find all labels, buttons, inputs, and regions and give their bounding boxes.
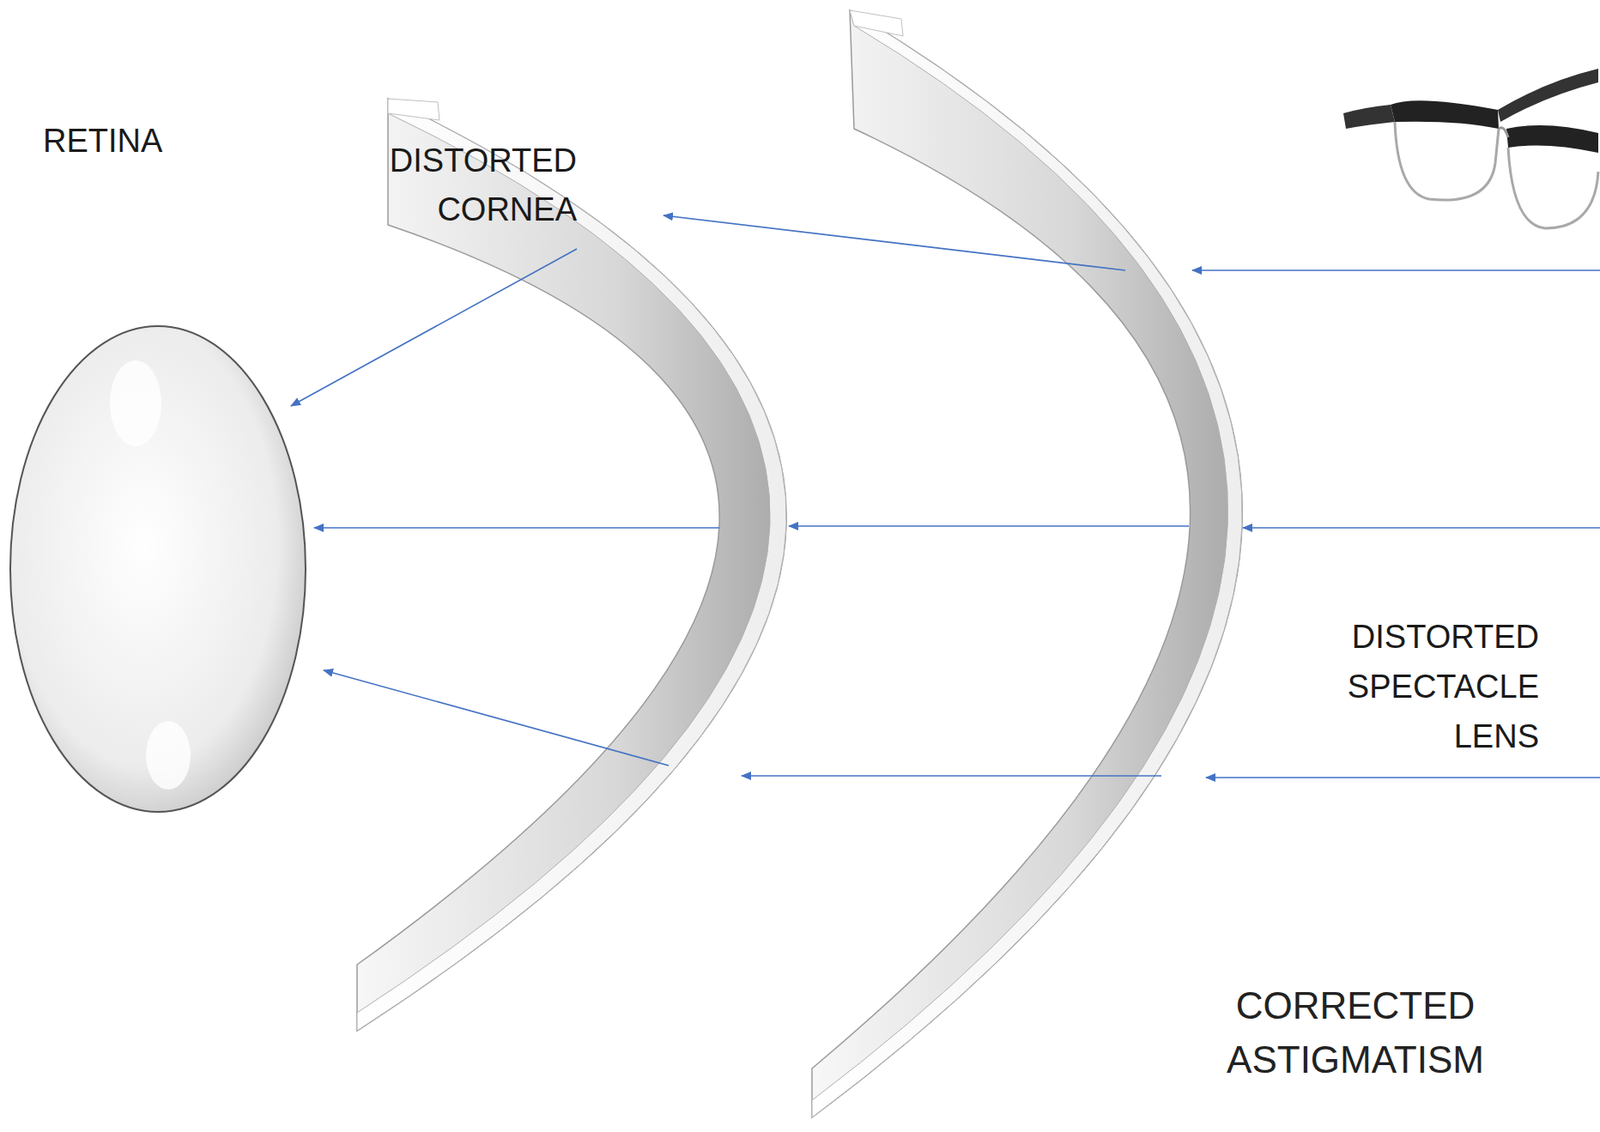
glasses-icon <box>1343 68 1599 229</box>
spectacle-lens-cap <box>849 10 904 37</box>
retina-shape <box>10 326 306 813</box>
part-label: DISTORTED CORNEA <box>374 136 577 235</box>
light-ray <box>1206 776 1600 779</box>
light-ray <box>663 215 1126 271</box>
glasses-frame <box>1506 125 1599 153</box>
light-ray <box>1242 527 1600 529</box>
light-ray <box>788 525 1189 528</box>
glasses-temple <box>1497 68 1599 122</box>
part-label: RETINA <box>42 116 232 165</box>
glasses-frame <box>1390 100 1499 129</box>
glasses-bridge <box>1498 127 1509 138</box>
glasses-rim <box>1508 147 1599 229</box>
light-ray <box>290 248 577 407</box>
light-ray <box>323 670 669 766</box>
light-ray <box>741 775 1162 777</box>
light-rays <box>290 215 1600 778</box>
light-ray <box>314 527 720 529</box>
spectacle-lens-shape <box>812 10 1243 1118</box>
retina-highlight <box>109 360 162 447</box>
caption-note: CORRECTED ASTIGMATISM <box>1205 978 1506 1087</box>
retina-highlight <box>145 721 191 790</box>
part-label: DISTORTED SPECTACLE LENS <box>1329 612 1540 762</box>
cornea-rim <box>357 98 787 1031</box>
cornea-cap <box>387 98 440 121</box>
spectacle-lens-rim <box>812 10 1243 1118</box>
light-ray <box>1192 269 1600 272</box>
glasses-temple <box>1343 104 1395 129</box>
glasses-rim <box>1394 121 1499 200</box>
cornea-shape <box>357 98 787 1031</box>
